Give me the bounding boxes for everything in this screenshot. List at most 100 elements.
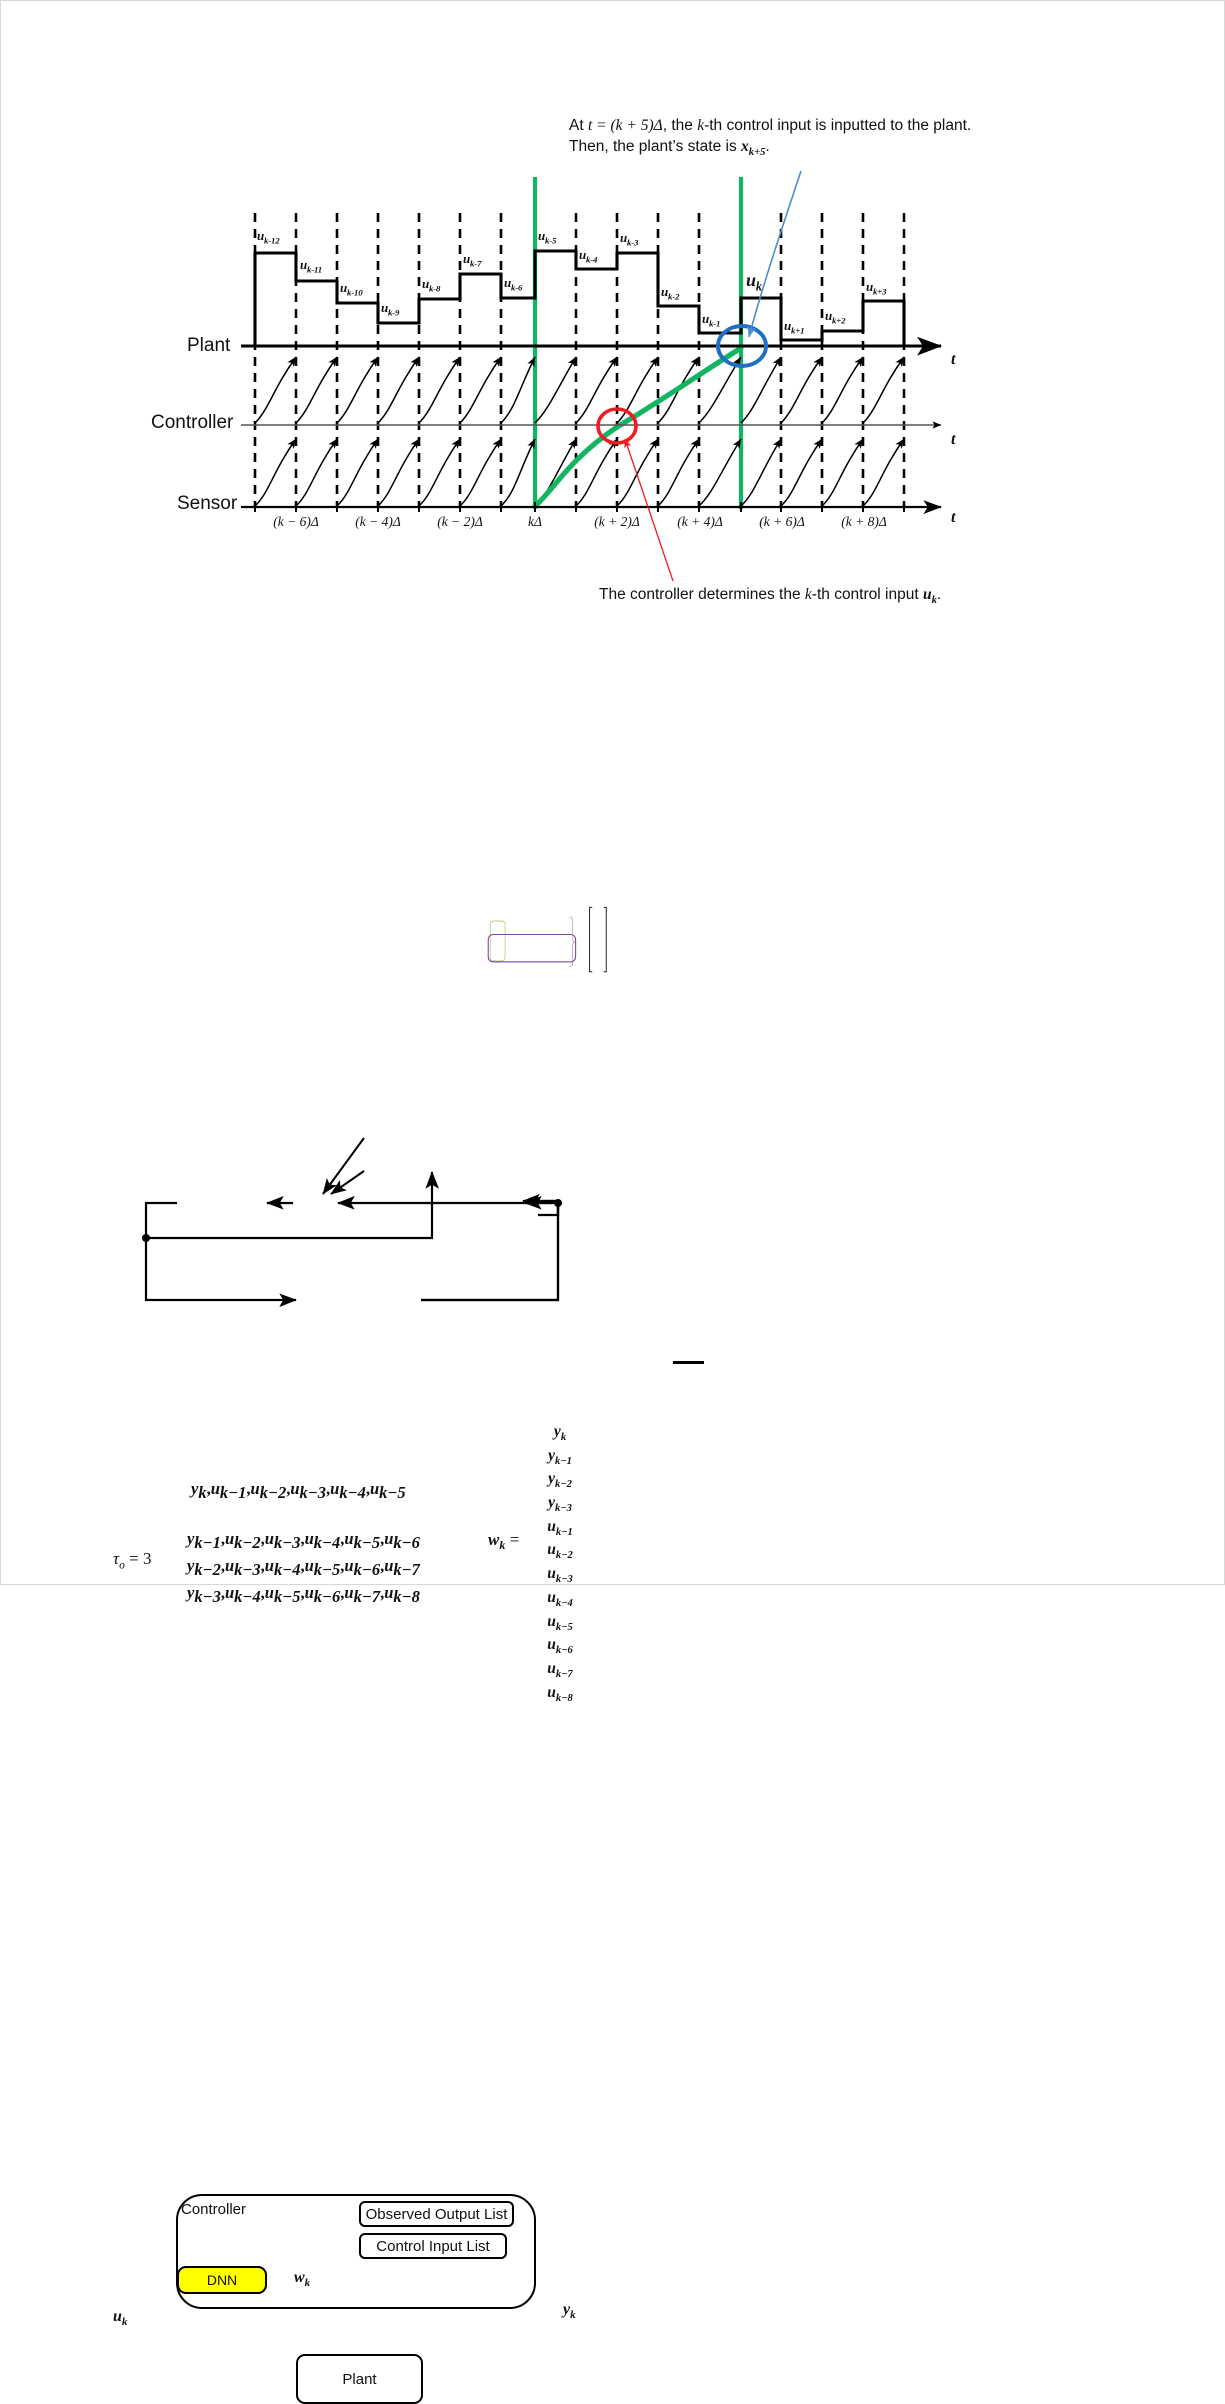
uk-down-to-plant [144,1238,297,1308]
t-symbol-plant: t [951,351,956,368]
controller-title: Controller [181,2201,247,2218]
top-annotation-line1-k: k [697,117,705,134]
top-annotation: At t = (k + 5)Δ, the k-th control input … [569,115,1069,163]
row3-e2-b: k−5 [273,1587,301,1607]
row3-e1-b: k−4 [234,1587,261,1607]
bar-label-7: uk-5 [538,228,557,246]
timing-diagram-canvas [241,170,943,582]
row0-e4-s: u [330,1479,340,1498]
bar-label-1: uk-11 [300,257,322,275]
row3-e4-s: u [344,1583,354,1602]
vec-entry-9: uk−6 [547,1636,573,1657]
xtick-label-5: (k + 4)Δ [677,514,723,529]
block-diagram-figure: Controller DNN Observed Output List Cont… [1,1081,1225,2404]
row0-e5-s: u [369,1479,380,1498]
top-annotation-line2-sym: x [741,138,749,155]
row2-e1-s: u [224,1556,235,1575]
row2-e4-b: k−6 [353,1560,381,1580]
row3-e5-b: k−8 [393,1587,420,1607]
row1-e1-s: u [224,1529,235,1548]
bottom-annotation-pre: The controller determines the [599,586,805,603]
uk-junction-dot [142,1234,150,1242]
t-symbol-sensor: t [951,509,956,526]
dnn-block[interactable]: DNN [177,2266,267,2294]
equals-sign: = [509,1530,520,1549]
wk-symbol: wk [294,2269,311,2290]
purple-highlight-box [487,933,577,963]
vec-entry-5: uk−2 [547,1541,573,1562]
green-event-markers [532,177,744,509]
xtick-label-7: (k + 8)Δ [841,514,887,529]
bottom-annotation-k: k [804,586,812,603]
bar-label-2: uk-10 [340,280,363,298]
w-subscript: k [499,1538,506,1553]
page-footer-rule [673,1361,704,1364]
vec-entry-11: uk−8 [547,1683,573,1704]
observed-output-list-block[interactable]: Observed Output List [359,2201,514,2227]
row1-e4-s: u [344,1529,354,1548]
row3-e4-b: k−7 [353,1587,381,1607]
plant-block[interactable]: Plant [296,2354,423,2404]
row0-e0-s: y [191,1479,199,1498]
regressor-row-2: yk−2,uk−3,uk−4,uk−5,uk−6,uk−7 [187,1556,420,1580]
sensor-axis-ticks [254,502,905,512]
plant-axis-group [241,249,943,356]
row-label-plant: Plant [187,335,231,356]
uk-branch-to-control-input-list [146,1171,440,1240]
row2-e3-s: u [304,1556,314,1575]
row2-e1-b: k−3 [234,1560,261,1580]
vec-entry-6: uk−3 [547,1565,573,1586]
vector-right-bracket [603,906,607,973]
bar-label-12: uk [746,270,762,294]
vec-entry-3: yk−3 [548,1494,572,1515]
feedback-wires [421,1193,560,1302]
top-annotation-line1-pre: At [569,117,588,134]
top-annotation-line2-post: . [765,138,770,155]
blue-highlight-circle [716,324,768,368]
row2-e4-s: u [344,1556,354,1575]
row1-e0-s: y [187,1529,195,1548]
red-callout-leader [624,438,674,582]
bar-label-4: uk-8 [422,276,441,294]
bar-label-6: uk-6 [504,275,523,293]
uk-symbol: uk [113,2308,128,2329]
xtick-label-1: (k − 4)Δ [355,514,401,529]
row-label-sensor: Sensor [177,493,238,514]
block-diagram-connections [421,1195,560,1302]
xtick-label-2: (k − 2)Δ [437,514,483,529]
row0-e5-b: k−5 [379,1483,406,1503]
vec-entry-10: uk−7 [547,1659,573,1680]
bottom-annotation-post: . [936,586,942,603]
row2-e2-b: k−4 [273,1560,301,1580]
top-annotation-line1-math: t = (k + 5)Δ [587,117,663,134]
top-annotation-line1-mid: , the [662,117,698,134]
control-input-list-block[interactable]: Control Input List [359,2233,507,2259]
bar-label-13: uk+1 [784,318,805,336]
row3-e0-s: y [187,1583,195,1602]
row3-e5-s: u [384,1583,394,1602]
w-vector-entries: yk yk−1 yk−2 yk−3 uk−1 uk−2 uk−3 uk−4 uk… [534,1423,586,1707]
t-symbol-controller: t [951,431,956,448]
plant-to-yk-node [421,1201,560,1302]
xtick-label-4: (k + 2)Δ [594,514,640,529]
row3-e0-b: k−3 [194,1587,221,1607]
row0-e1-b: k−1 [219,1483,247,1503]
row1-e5-b: k−6 [393,1533,420,1553]
row3-e3-b: k−6 [313,1587,341,1607]
row2-e5-b: k−7 [393,1560,420,1580]
row3-e1-s: u [224,1583,235,1602]
row2-e2-s: u [264,1556,274,1575]
regressor-row-0: yk,uk−1,uk−2,uk−3,uk−4,uk−5 [191,1479,406,1503]
blue-callout-leader [747,170,802,338]
row0-e2-s: u [250,1479,260,1498]
row0-e4-b: k−4 [339,1483,366,1503]
row0-e2-b: k−2 [259,1483,287,1503]
row2-e0-s: y [187,1556,195,1575]
vec-entry-1: yk−1 [548,1446,572,1467]
row-label-controller: Controller [151,412,234,433]
vec-entry-8: uk−5 [547,1612,573,1633]
green-highlight-box [489,920,506,962]
row2-e5-s: u [384,1556,394,1575]
row1-e2-s: u [264,1529,274,1548]
regressor-vector-figure: τo = 3 yk,uk−1,uk−2,uk−3,uk−4,uk−5 yk−1,… [1,701,1225,1704]
